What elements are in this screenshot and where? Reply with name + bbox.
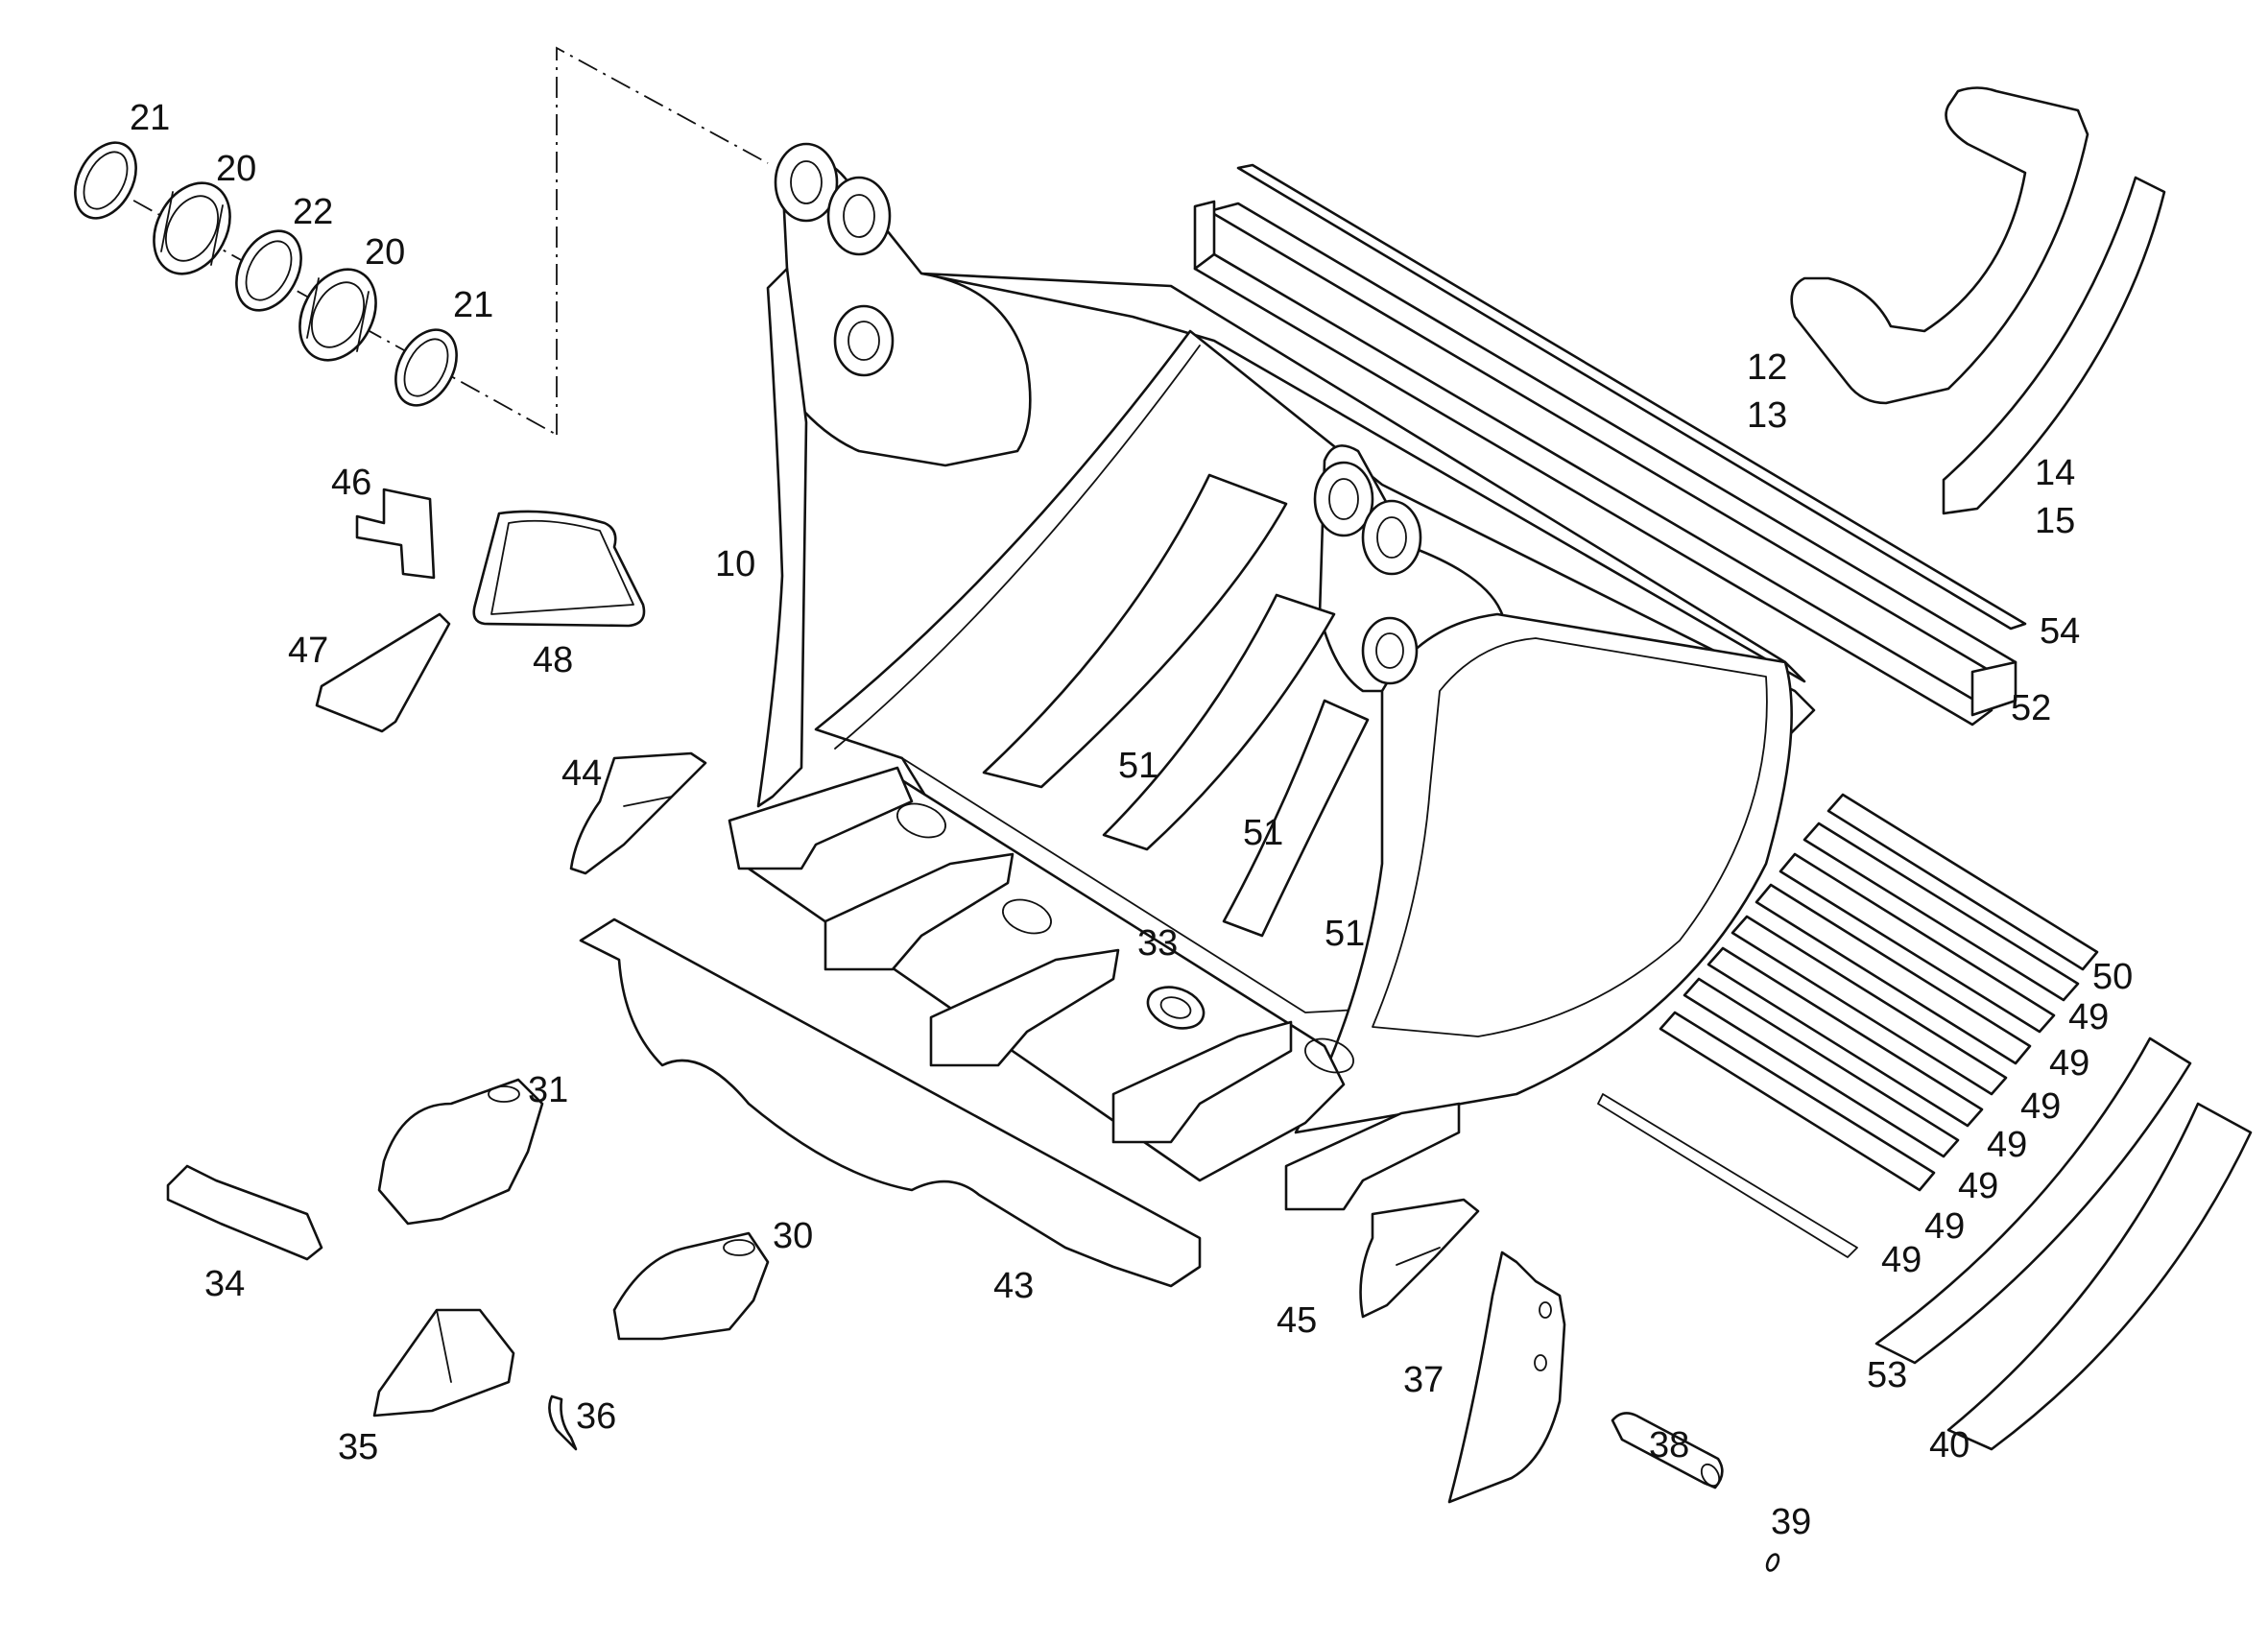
label-53: 53 [1867, 1355, 1907, 1395]
label-51a: 51 [1118, 746, 1158, 786]
adapter-2 [824, 852, 1052, 971]
part-43-edge-bar [579, 917, 1202, 1288]
part-37-side-plate [1447, 1251, 1566, 1504]
part-21-ring-left [74, 141, 137, 220]
label-50: 50 [2092, 957, 2133, 997]
adapter-5 [1284, 1102, 1461, 1211]
label-48: 48 [533, 640, 573, 680]
label-44: 44 [561, 753, 602, 794]
adapter-4 [1111, 1020, 1354, 1144]
part-31-adapter [377, 1078, 544, 1226]
label-35: 35 [338, 1427, 378, 1467]
bushing-stack [74, 46, 769, 436]
part-50-strip [1826, 793, 2099, 971]
part-38-pin [1611, 1412, 1724, 1489]
label-20b: 20 [365, 232, 405, 273]
part-51-wear-strip-3 [1222, 699, 1370, 938]
label-39: 39 [1771, 1502, 1811, 1542]
label-12: 12 [1747, 347, 1787, 388]
part-22-ring [235, 229, 302, 312]
label-49b: 49 [2049, 1043, 2089, 1084]
part-47-triangle-plate [315, 612, 451, 733]
part-21-ring-right [394, 328, 458, 407]
label-30: 30 [773, 1216, 813, 1256]
label-36: 36 [576, 1396, 616, 1437]
label-37: 37 [1403, 1360, 1444, 1400]
adapter-1 [728, 766, 946, 870]
label-33: 33 [1137, 923, 1178, 964]
part-12-13-side-cutter [1790, 86, 2089, 405]
label-51b: 51 [1243, 813, 1283, 853]
part-52-strip [1193, 200, 2017, 727]
callout-labels: 21 20 22 20 21 46 10 47 48 12 13 14 15 5… [130, 98, 2133, 1542]
label-20a: 20 [216, 149, 256, 189]
label-13: 13 [1747, 395, 1787, 436]
part-35-tip [372, 1308, 515, 1418]
part-48-plate [472, 510, 646, 628]
label-21b: 21 [453, 285, 493, 325]
part-20-bushing-left [153, 181, 231, 275]
part-36-clip [548, 1394, 578, 1451]
part-54-strip [1236, 163, 2027, 631]
label-52: 52 [2011, 688, 2051, 728]
label-49f: 49 [1924, 1206, 1965, 1247]
label-10: 10 [715, 544, 755, 584]
label-22: 22 [293, 192, 333, 232]
label-49d: 49 [1987, 1125, 2027, 1165]
part-39-ring [1765, 1553, 1780, 1572]
part-34-lock [166, 1164, 323, 1261]
label-47: 47 [288, 631, 328, 671]
label-49e: 49 [1958, 1166, 1998, 1206]
label-31: 31 [528, 1070, 568, 1110]
part-53-curved-plate [1874, 1036, 2192, 1365]
tooth-adapter-row [728, 766, 1461, 1211]
part-14-15-curved-strip [1942, 176, 2166, 515]
label-34: 34 [204, 1264, 245, 1304]
part-44-heel [569, 751, 707, 875]
label-21a: 21 [130, 98, 170, 138]
label-54: 54 [2040, 611, 2080, 652]
label-46: 46 [331, 463, 371, 503]
adapter-3 [929, 948, 1206, 1067]
part-51-wear-strip-1 [982, 473, 1288, 789]
label-14: 14 [2035, 453, 2075, 493]
label-43: 43 [993, 1266, 1034, 1306]
label-45: 45 [1277, 1300, 1317, 1341]
label-49g: 49 [1881, 1240, 1922, 1280]
part-51-wear-strip-2 [1102, 593, 1336, 851]
part-20-bushing-right [298, 268, 377, 362]
part-49-strips [1597, 822, 2080, 1258]
label-40: 40 [1929, 1425, 1970, 1465]
label-49a: 49 [2068, 997, 2109, 1037]
part-46-corner-plate [355, 488, 436, 580]
part-40-curved-plate [1946, 1102, 2253, 1451]
label-38: 38 [1649, 1425, 1689, 1465]
part-45-heel [1359, 1198, 1480, 1319]
label-49c: 49 [2020, 1086, 2061, 1127]
label-15: 15 [2035, 501, 2075, 541]
label-51c: 51 [1325, 914, 1365, 954]
part-30-tooth [612, 1231, 770, 1341]
